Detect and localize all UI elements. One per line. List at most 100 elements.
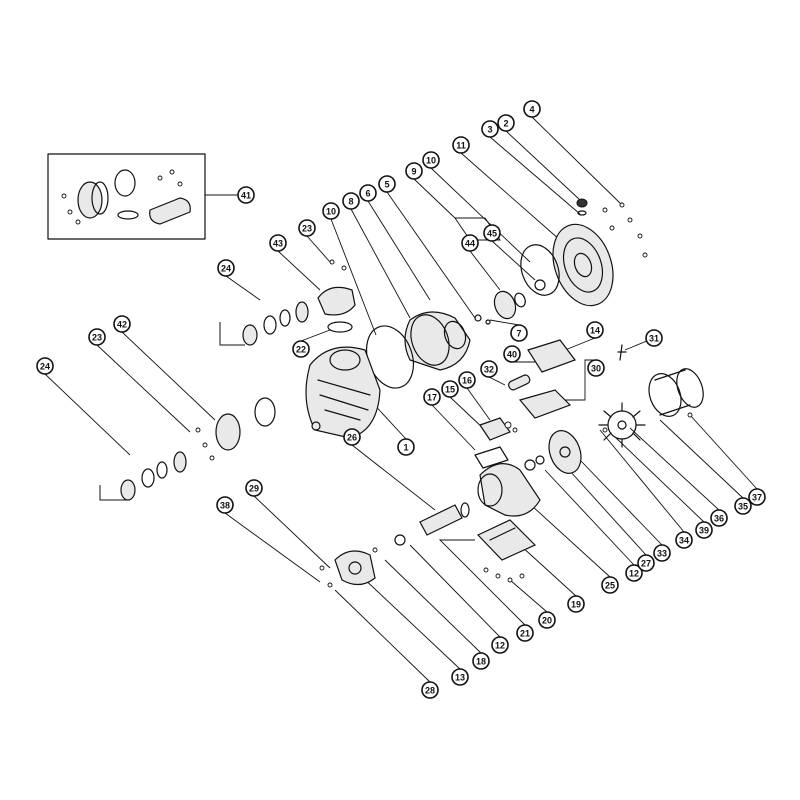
- housing-cover-11: [552, 223, 614, 307]
- callout-circle: [516, 624, 534, 642]
- fan-cover-35: [648, 368, 704, 417]
- callout-number: 21: [520, 629, 530, 639]
- seal-7: [474, 314, 491, 325]
- callout-c31: 31: [645, 329, 663, 347]
- callout-circle: [601, 576, 619, 594]
- callout-number: 42: [117, 320, 127, 330]
- base-screws-20: [483, 567, 525, 583]
- callout-number: 29: [249, 484, 259, 494]
- callout-number: 23: [92, 333, 102, 343]
- callout-number: 36: [714, 514, 724, 524]
- callout-number: 32: [484, 365, 494, 375]
- clip-37-39: [602, 412, 693, 433]
- mechanical-seal-5: [493, 290, 526, 320]
- callout-c12a: 12: [625, 564, 643, 582]
- callout-circle: [586, 321, 604, 339]
- callout-c26: 26: [343, 428, 361, 446]
- callout-number: 34: [679, 536, 689, 546]
- callout-c34: 34: [675, 531, 693, 549]
- callout-number: 24: [221, 264, 231, 274]
- callout-c5: 5: [378, 175, 396, 193]
- callout-circle: [452, 136, 470, 154]
- callout-number: 14: [590, 326, 600, 336]
- callout-number: 10: [426, 156, 436, 166]
- callout-c11: 11: [452, 136, 470, 154]
- callout-c21: 21: [516, 624, 534, 642]
- callout-number: 3: [487, 125, 492, 135]
- callout-circle: [637, 554, 655, 572]
- cover-screws-4: [602, 202, 648, 258]
- callout-c45: 45: [483, 224, 501, 242]
- callout-c40: 40: [503, 345, 521, 363]
- callout-circle: [695, 521, 713, 539]
- o-ring-3: [577, 210, 587, 216]
- callout-circle: [472, 652, 490, 670]
- gasket-10-rear: [520, 244, 560, 296]
- callout-number: 22: [296, 345, 306, 355]
- callout-c6: 6: [359, 184, 377, 202]
- callout-circle: [237, 186, 255, 204]
- callout-circle: [298, 219, 316, 237]
- fan-36: [598, 402, 646, 448]
- knob-2: [576, 198, 588, 208]
- capacitor-32: [508, 374, 531, 391]
- callout-number: 33: [657, 549, 667, 559]
- motor-stator-25: [477, 463, 541, 517]
- callout-c35: 35: [734, 497, 752, 515]
- callout-circle: [322, 202, 340, 220]
- callout-c13: 13: [451, 668, 469, 686]
- callout-number: 27: [641, 559, 651, 569]
- callout-circle: [653, 544, 671, 562]
- callout-number: 26: [347, 433, 357, 443]
- callout-circle: [113, 315, 131, 333]
- callout-number: 23: [302, 224, 312, 234]
- callout-number: 43: [273, 239, 283, 249]
- callout-c24a: 24: [217, 259, 235, 277]
- callout-circle: [342, 192, 360, 210]
- callout-circle: [343, 428, 361, 446]
- leader-lines: [44, 116, 758, 683]
- o-ring-22: [327, 321, 353, 333]
- union-set-24-lower: [99, 451, 187, 501]
- callout-circle: [441, 380, 459, 398]
- callout-number: 41: [241, 191, 251, 201]
- callout-c1: 1: [397, 438, 415, 456]
- switch-31: [617, 344, 627, 361]
- impeller-6: [443, 320, 467, 350]
- callout-circle: [510, 324, 528, 342]
- callout-circle: [216, 496, 234, 514]
- callout-number: 31: [649, 334, 659, 344]
- callout-number: 6: [365, 189, 370, 199]
- callout-c10a: 10: [322, 202, 340, 220]
- callout-number: 11: [456, 141, 466, 151]
- callout-circle: [503, 345, 521, 363]
- callout-number: 10: [326, 207, 336, 217]
- callout-number: 16: [462, 376, 472, 386]
- callout-number: 37: [752, 493, 762, 503]
- callout-circle: [269, 234, 287, 252]
- callout-circle: [645, 329, 663, 347]
- callout-c41: 41: [237, 186, 255, 204]
- callout-c22: 22: [292, 340, 310, 358]
- callout-c25: 25: [601, 576, 619, 594]
- callout-c39: 39: [695, 521, 713, 539]
- callout-number: 15: [445, 385, 455, 395]
- union-set-24-upper: [219, 301, 309, 346]
- lid-43: [317, 259, 356, 316]
- callout-number: 12: [495, 641, 505, 651]
- callout-circle: [397, 438, 415, 456]
- callout-circle: [88, 328, 106, 346]
- callout-c20: 20: [538, 611, 556, 629]
- callout-circle: [567, 595, 585, 613]
- callout-c18: 18: [472, 652, 490, 670]
- callout-c23b: 23: [88, 328, 106, 346]
- strainer-42: [195, 397, 276, 461]
- pump-body-1: [305, 346, 381, 439]
- callout-circle: [458, 371, 476, 389]
- callout-number: 24: [40, 362, 50, 372]
- callout-c44: 44: [461, 234, 479, 252]
- callout-c38: 38: [216, 496, 234, 514]
- callout-circle: [292, 340, 310, 358]
- callout-number: 28: [425, 686, 435, 696]
- callout-circle: [421, 681, 439, 699]
